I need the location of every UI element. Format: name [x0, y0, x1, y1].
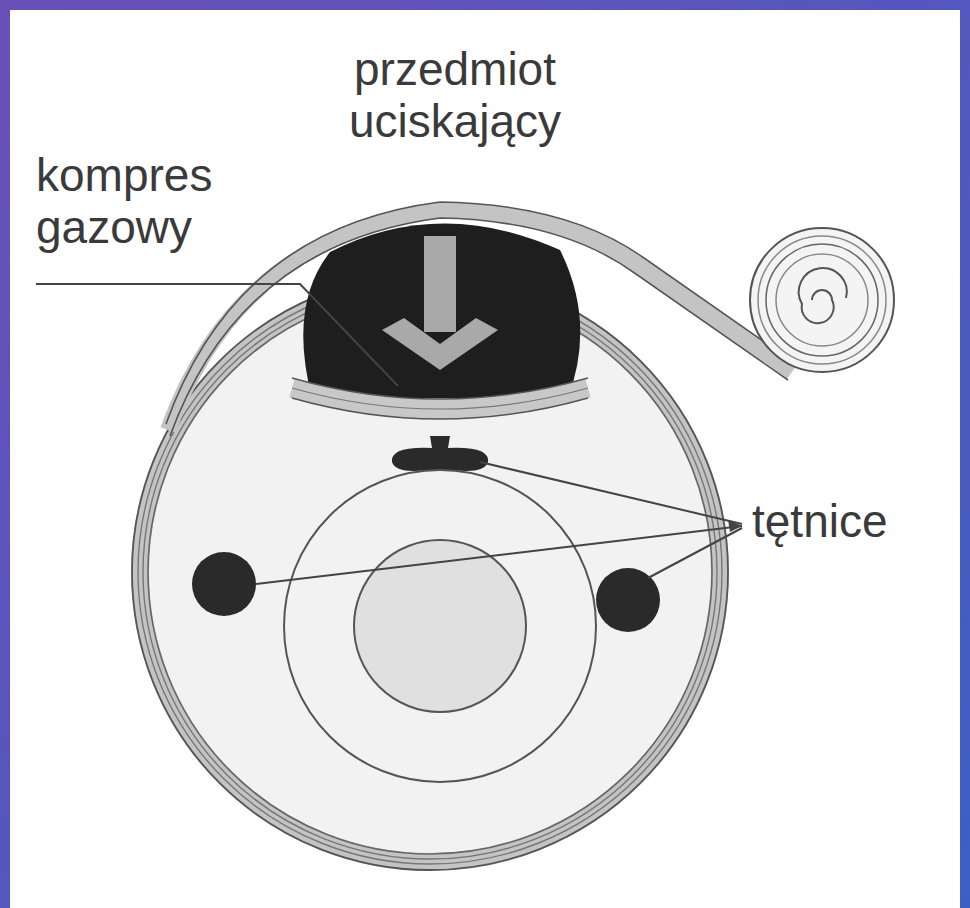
page-ground: [10, 10, 960, 908]
bandage-roll: [799, 268, 847, 323]
bandage-wrap: [168, 210, 792, 430]
gauze-compress: [292, 388, 588, 409]
leader-line: [648, 528, 742, 578]
artery: [392, 436, 488, 471]
bone-outline: [284, 470, 596, 782]
bandage-wrap: [170, 218, 788, 436]
bandage-roll: [750, 228, 894, 372]
part-label: przedmiot uciskający: [300, 44, 610, 147]
leader-line: [256, 526, 742, 584]
part-label: kompres gazowy: [36, 150, 286, 253]
bone-marrow: [354, 540, 526, 712]
bandage-roll: [766, 244, 878, 356]
leader-line: [36, 284, 398, 386]
pressure-arrow: [424, 236, 456, 332]
part-label: tętnice: [752, 496, 952, 548]
leader-line: [480, 462, 742, 524]
leader-arrowhead: [728, 520, 742, 532]
gauze-compress: [292, 398, 588, 419]
artery: [192, 552, 256, 616]
pressure-arrow: [382, 318, 498, 370]
bandage-roll: [758, 236, 886, 364]
compressing-object: [303, 223, 580, 398]
bandage-roll: [776, 254, 868, 346]
bandage-wrap: [166, 202, 796, 424]
gauze-compress: [292, 378, 588, 399]
